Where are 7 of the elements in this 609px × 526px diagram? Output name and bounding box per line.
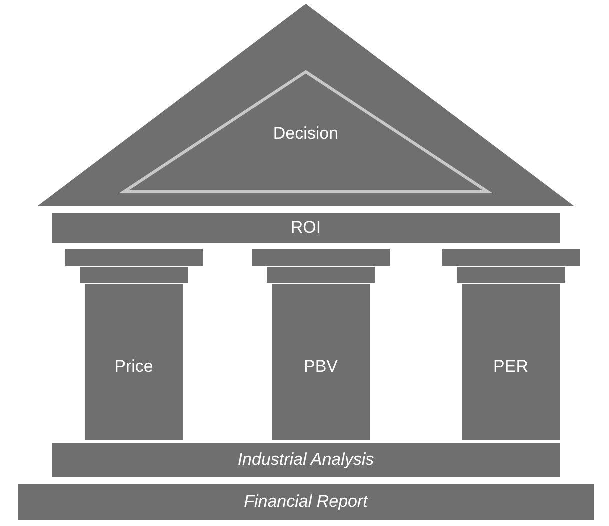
pillar-label: PBV bbox=[304, 357, 338, 377]
pillar-label: ROI bbox=[290, 218, 322, 238]
pillar-label: Decision bbox=[273, 124, 339, 144]
pillar-label: Price bbox=[114, 357, 154, 377]
pillar-label: PER bbox=[494, 357, 528, 377]
pillar-label: Industrial Analysis bbox=[238, 450, 374, 470]
pillar-label: Financial Report bbox=[244, 492, 368, 512]
